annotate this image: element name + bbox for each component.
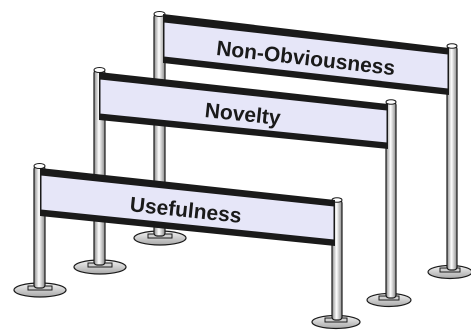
hurdle-usefulness: Usefulness [13,163,361,330]
hurdle-non-obviousness: Non-Obviousness [133,11,471,280]
hurdle-novelty: Novelty [73,67,412,308]
banner-non-obviousness: Non-Obviousness [163,14,449,95]
banner-novelty: Novelty [99,72,388,149]
post-right [366,99,412,308]
post-right [427,43,471,280]
banner-usefulness: Usefulness [40,168,335,246]
